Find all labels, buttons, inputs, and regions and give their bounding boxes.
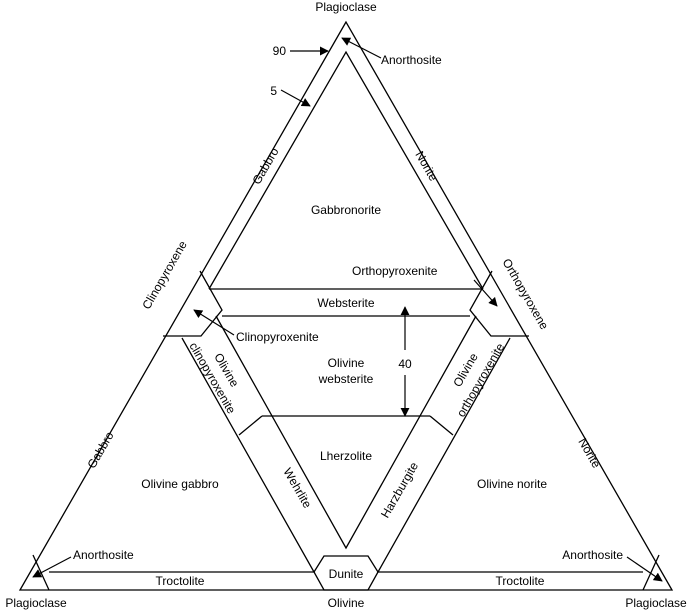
callout-orthopyroxenite-label: Orthopyroxenite xyxy=(352,264,438,278)
wehrlite-upper-line xyxy=(238,415,263,436)
edge-orthopyroxene-label: Orthopyroxene xyxy=(500,256,552,332)
field-wehrlite-label: Wehrlite xyxy=(280,466,314,511)
clinopyroxene-corner xyxy=(163,270,223,337)
corner-bottom-left-label: Plagioclase xyxy=(5,596,67,610)
callout-anorthosite-top-arrow xyxy=(341,37,382,59)
marker-5-label: 5 xyxy=(270,84,277,98)
central-field-boundary xyxy=(215,315,477,550)
edge-norite-upper-label: Norite xyxy=(412,149,440,184)
callout-anorthosite-right-label: Anorthosite xyxy=(562,548,623,562)
field-lherzolite-label: Lherzolite xyxy=(320,449,372,463)
field-websterite-label: Websterite xyxy=(317,296,374,310)
field-troctolite-left-label: Troctolite xyxy=(156,574,205,588)
corner-bottom-center-label: Olivine xyxy=(328,596,365,610)
callout-anorthosite-top-label: Anorthosite xyxy=(381,53,442,67)
corner-top-label: Plagioclase xyxy=(315,0,377,14)
field-gabbronorite-label: Gabbronorite xyxy=(311,203,381,217)
field-troctolite-right-label: Troctolite xyxy=(496,574,545,588)
olivine-norite-boundary xyxy=(376,337,643,573)
callout-clinopyroxenite-arrow xyxy=(193,309,235,336)
callout-anorthosite-left-arrow xyxy=(32,556,72,578)
field-harzburgite-label: Harzburgite xyxy=(378,459,421,520)
marker-40-label: 40 xyxy=(398,357,412,371)
dunite-field xyxy=(313,555,379,591)
marker-5-arrow xyxy=(280,89,311,107)
field-olivine-norite-label: Olivine norite xyxy=(477,477,547,491)
corner-bottom-right-label: Plagioclase xyxy=(625,596,687,610)
edge-gabbro-lower-label: Gabbro xyxy=(84,429,116,471)
field-olivine-gabbro-label: Olivine gabbro xyxy=(141,477,219,491)
edge-clinopyroxene-label: Clinopyroxene xyxy=(139,238,190,312)
callout-anorthosite-right-arrow xyxy=(626,556,663,582)
edge-norite-lower-label: Norite xyxy=(575,436,603,471)
callout-orthopyroxenite-arrow xyxy=(473,279,498,307)
harzburgite-upper-line xyxy=(429,415,454,436)
marker-90-label: 90 xyxy=(273,44,287,58)
field-olivine-websterite-line2: websterite xyxy=(318,372,374,386)
field-dunite-label: Dunite xyxy=(329,567,364,581)
callout-anorthosite-left-label: Anorthosite xyxy=(73,548,134,562)
orthopyroxene-corner xyxy=(469,270,529,337)
upper-field-boundary xyxy=(208,50,484,290)
edge-gabbro-upper-label: Gabbro xyxy=(249,145,281,187)
bottom-right-corner-cut xyxy=(642,554,660,591)
callout-clinopyroxenite-label: Clinopyroxenite xyxy=(236,330,319,344)
field-olivine-websterite-line1: Olivine xyxy=(328,356,365,370)
